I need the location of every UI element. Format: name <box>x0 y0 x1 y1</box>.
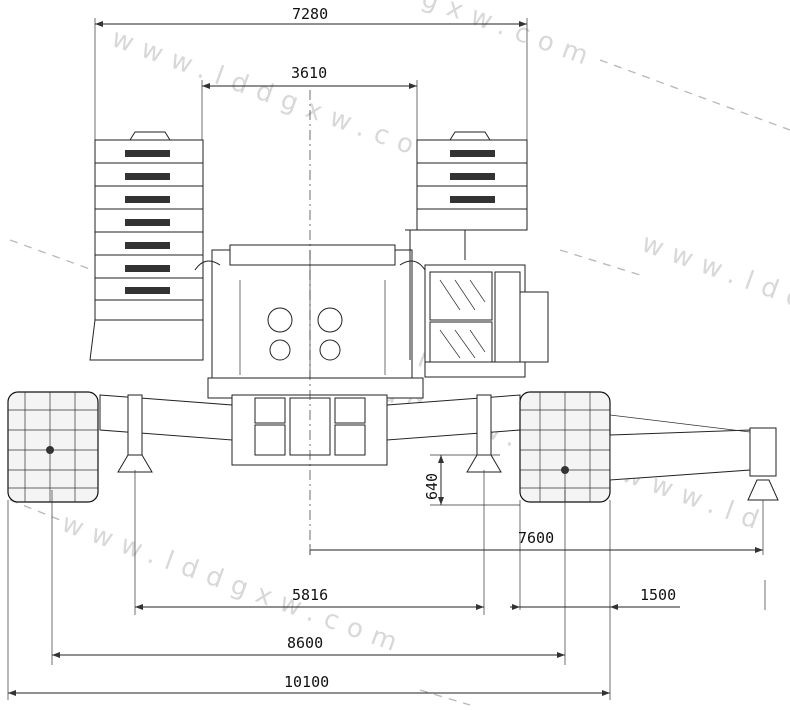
dimension-8600: 8600 <box>52 634 565 658</box>
watermark-text: gxw.com <box>418 0 602 75</box>
dimension-7280: 7280 <box>94 5 528 140</box>
dimension-label-640: 640 <box>423 473 441 500</box>
watermark-text: www.lddgxw.com <box>638 228 790 381</box>
dimension-label-5816: 5816 <box>292 586 328 604</box>
left-outrigger-beam <box>99 394 233 473</box>
dimension-label-1500: 1500 <box>640 586 676 604</box>
dimension-label-3610: 3610 <box>291 64 327 82</box>
watermark-text: www.lddgxw.com <box>58 508 411 661</box>
extension-lines <box>7 470 766 700</box>
dimension-5816: 5816 <box>135 586 484 610</box>
dimension-640: 640 <box>423 454 520 506</box>
extended-outrigger-arm <box>609 414 779 501</box>
dimension-10100: 10100 <box>8 673 610 696</box>
dimension-label-7600: 7600 <box>518 529 554 547</box>
right-crawler-track <box>519 391 611 503</box>
left-counterweight-stack <box>89 131 204 361</box>
right-outrigger-beam <box>386 394 521 473</box>
dimension-label-8600: 8600 <box>287 634 323 652</box>
superstructure <box>194 244 426 381</box>
engine-cab <box>405 229 549 378</box>
dimension-7600: 7600 <box>309 529 763 555</box>
left-crawler-track <box>7 391 99 503</box>
dimension-1500: 1500 <box>510 586 680 610</box>
right-counterweight-stack <box>416 131 528 231</box>
dimension-label-7280: 7280 <box>292 5 328 23</box>
dimension-label-10100: 10100 <box>284 673 329 691</box>
